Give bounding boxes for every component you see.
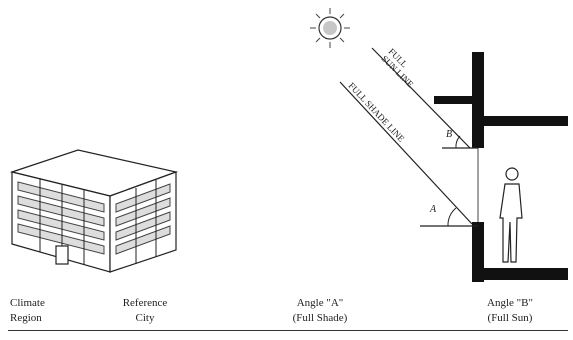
column-header-angle-b: Angle "B" (Full Sun) [487, 297, 533, 324]
sun-icon [310, 8, 350, 48]
column-header-angle-a: Angle "A" (Full Shade) [292, 297, 348, 324]
shade-lines [339, 47, 478, 227]
angle-b-arc [455, 135, 461, 149]
building-icon [9, 149, 179, 273]
person-icon [499, 167, 523, 263]
header-rule [8, 330, 568, 331]
angle-b-label: B [446, 129, 452, 140]
full-shade-line-label: FULL SHADE LINE [347, 81, 407, 145]
angle-a-arc [447, 207, 457, 227]
angle-a-label: A [429, 204, 437, 215]
full-sun-line-label: FULL SUN LINE [380, 46, 416, 89]
wall-section [434, 52, 568, 282]
column-header-reference-city: Reference City [122, 297, 168, 324]
shading-angle-diagram: B A FULL SUN LINE FULL SHADE LINE [9, 8, 568, 282]
column-header-climate-region: Climate Region [10, 297, 45, 324]
